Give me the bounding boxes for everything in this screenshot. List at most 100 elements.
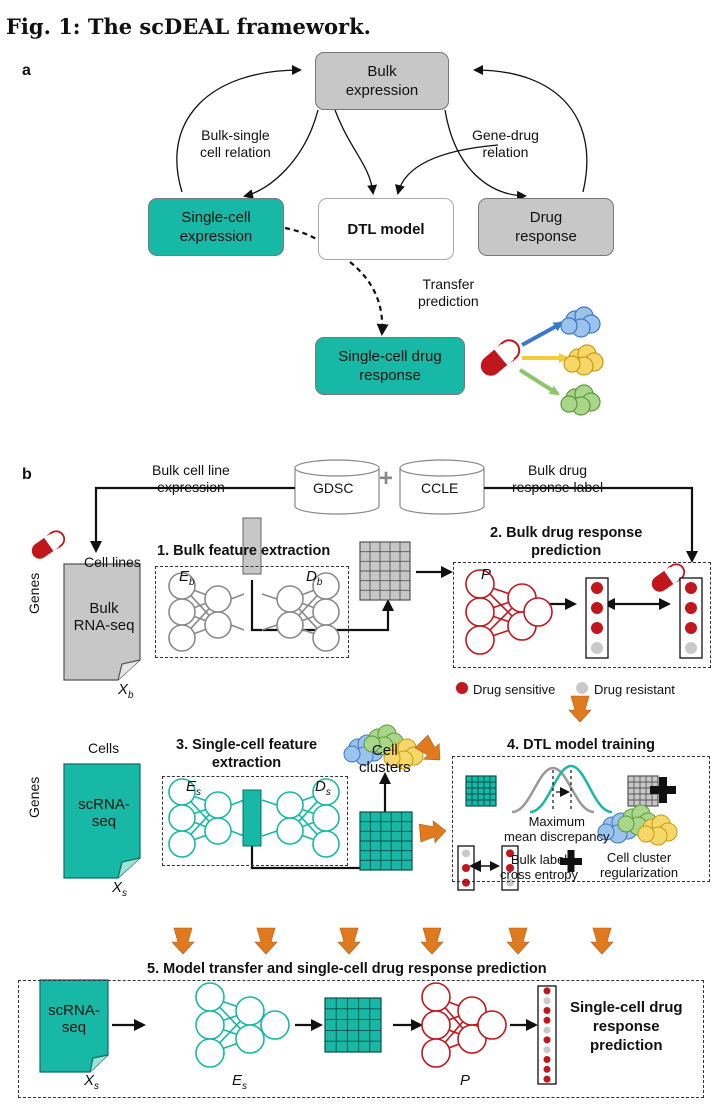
neuron — [523, 597, 553, 627]
vector-dot — [506, 878, 514, 887]
step2-box — [453, 562, 711, 668]
plus-icon-mmd — [650, 777, 676, 803]
bulk-cell-line-expression-label: Bulk cell line expression — [152, 462, 230, 495]
orange-arrow-step2-to-4 — [568, 695, 592, 723]
ds-label: Ds — [315, 778, 331, 798]
vector-frame — [585, 577, 609, 659]
blue-arrow — [521, 321, 564, 347]
neuron — [312, 624, 340, 652]
arrow-bulk-to-drug — [444, 109, 527, 201]
vector-dot — [543, 1016, 551, 1024]
neuron — [235, 1024, 265, 1054]
gdsc-database-icon — [294, 459, 380, 515]
gene-drug-relation-label: Gene-drug relation — [472, 127, 539, 160]
arrow-ccle-to-label — [484, 486, 698, 563]
bulk-rnaseq-label: Bulk RNA-seq — [73, 600, 135, 634]
transfer-prediction-label: Transfer prediction — [418, 276, 479, 309]
edge — [222, 1014, 238, 1022]
vector-dot — [543, 1007, 551, 1014]
edge — [230, 799, 245, 806]
bulk-autoencoder — [168, 572, 340, 652]
bulk-prediction-vector — [585, 577, 609, 659]
yellow-cell-cluster-icon — [563, 344, 604, 376]
edge — [193, 834, 207, 841]
step5-xs-label: Xs — [84, 1072, 100, 1092]
drug-pill-icon-b2 — [651, 563, 686, 592]
drug-response-text: Drug response — [515, 209, 577, 245]
bulk-drug-response-label-text: Bulk drug response label — [512, 462, 604, 495]
vector-dot — [543, 1026, 551, 1034]
ce-vector-left — [457, 845, 475, 891]
arrow-bulk-to-dtl-left — [334, 109, 378, 195]
db-label: Db — [306, 568, 323, 588]
vector-dot — [462, 878, 470, 887]
drug-pill-icon-a — [480, 339, 521, 376]
xb-label: Xb — [118, 681, 134, 701]
dashed-dtl-to-scdr — [349, 261, 389, 336]
edge — [193, 589, 207, 596]
es-label: Es — [186, 778, 202, 798]
arrow-gdsc-to-bulk — [90, 486, 295, 553]
eb-label: Eb — [179, 568, 195, 588]
edge — [301, 821, 315, 828]
plus-icon-ce — [560, 850, 582, 872]
edge — [190, 814, 210, 835]
panel-a-label: a — [22, 62, 31, 79]
drug-resistant-label: Drug resistant — [594, 682, 675, 697]
cell-cluster-reg-label: Cell cluster regularization — [600, 850, 679, 880]
edge — [448, 1015, 460, 1021]
xs-label: Xs — [112, 879, 128, 899]
edge — [301, 615, 315, 622]
neuron — [421, 1038, 451, 1068]
arrow-drug-to-dtl — [395, 144, 499, 195]
dashed-sc-to-dtl — [284, 226, 319, 241]
step5-predictor — [421, 982, 507, 1068]
edge — [261, 830, 278, 837]
edge — [193, 808, 207, 815]
orange-arrow-down-1 — [171, 927, 195, 955]
cells-label: Cells — [88, 740, 120, 756]
sc-prediction-label: Single-cell drug response prediction — [570, 999, 683, 1054]
bulk-label-ce-label: Bulk label cross entropy — [500, 852, 579, 882]
single-cell-expression-node: Single-cell expression — [148, 198, 284, 256]
orange-arrow-matrix-to-4 — [418, 819, 448, 845]
edge — [493, 601, 509, 609]
ccle-label: CCLE — [421, 480, 459, 496]
edge — [230, 830, 245, 837]
edge — [193, 602, 207, 609]
vector-dot — [506, 864, 514, 872]
cell-lines-label: Cell lines — [84, 554, 141, 570]
sc-feature-matrix — [359, 811, 413, 871]
mmd-distribution-curves — [511, 764, 613, 814]
step1-box — [155, 566, 349, 658]
gdsc-label: GDSC — [313, 480, 354, 496]
edge — [298, 595, 318, 616]
edge — [230, 624, 245, 631]
arrow-bulk-to-sc — [243, 109, 319, 199]
sc-latent-bar — [242, 789, 262, 847]
edge — [444, 1021, 464, 1043]
ccle-database-icon — [399, 459, 485, 515]
single-cell-expression-text: Single-cell expression — [179, 209, 253, 245]
edge — [261, 799, 278, 806]
drug-sensitive-dot — [456, 682, 468, 694]
blue-cell-cluster-icon — [560, 306, 601, 338]
dtl-model-text: DTL model — [347, 220, 425, 238]
edge — [301, 628, 315, 635]
step3-title: 3. Single-cell feature extraction — [176, 737, 318, 771]
vector-dot — [543, 1065, 551, 1073]
bulk-feature-matrix — [359, 541, 411, 601]
step4-title: 4. DTL model training — [507, 737, 655, 753]
green-cell-cluster-icon — [560, 384, 601, 416]
edge — [493, 629, 509, 637]
edge — [219, 1020, 241, 1044]
vector-dot — [543, 1036, 551, 1044]
orange-arrow-down-5 — [506, 927, 530, 955]
neuron — [477, 1010, 507, 1040]
edge — [448, 1001, 460, 1007]
vector-dot — [685, 622, 697, 634]
neuron — [312, 830, 340, 858]
step5-title: 5. Model transfer and single-cell drug r… — [147, 961, 547, 977]
grid-frame — [465, 775, 497, 807]
edge — [222, 1000, 238, 1008]
